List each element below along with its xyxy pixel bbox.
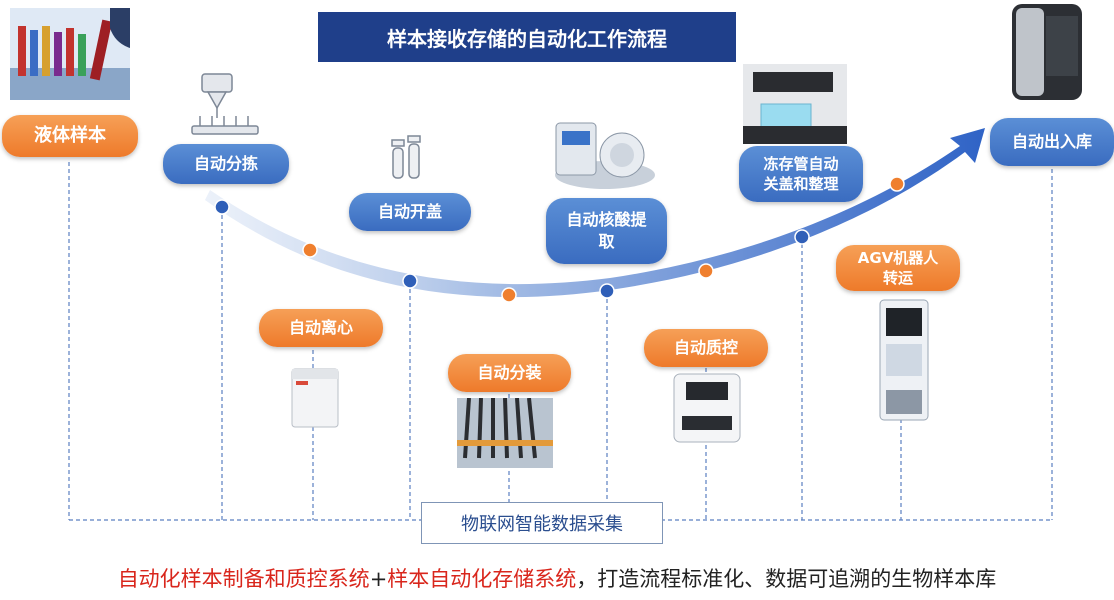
bottom-red-part2: 样本自动化存储系统 [387, 567, 577, 591]
centrifuge-picture [288, 363, 342, 431]
arrow-points [214, 176, 905, 303]
bottom-plus: + [369, 567, 388, 591]
liquid-sample-picture [10, 8, 130, 100]
step-liquid-sample: 液体样本 [2, 115, 138, 157]
step-cryo-capping: 冻存管自动关盖和整理 [739, 146, 863, 202]
qc-instrument-picture [670, 370, 744, 446]
agv-robot-picture [876, 298, 932, 424]
bottom-rest: ，打造流程标准化、数据可追溯的生物样本库 [576, 567, 997, 591]
step-nucleic-extraction: 自动核酸提取 [546, 198, 667, 264]
bottom-statement: 自动化样本制备和质控系统+样本自动化存储系统，打造流程标准化、数据可追溯的生物样… [0, 563, 1114, 593]
diagram-title: 样本接收存储的自动化工作流程 [318, 12, 736, 62]
cryo-tube-picture [743, 64, 847, 144]
tube-cap-picture [387, 134, 427, 184]
nucleic-extraction-picture [552, 113, 658, 193]
step-auto-sorting: 自动分拣 [163, 144, 289, 184]
sorting-machine-picture [190, 70, 260, 140]
dispensing-picture [457, 397, 553, 468]
auto-storage-picture [1002, 0, 1088, 105]
bottom-red-part1: 自动化样本制备和质控系统 [117, 567, 370, 591]
iot-data-collection-box: 物联网智能数据采集 [421, 502, 663, 544]
step-agv-transport: AGV机器人转运 [836, 245, 960, 291]
step-dispensing: 自动分装 [448, 354, 571, 392]
step-quality-control: 自动质控 [644, 329, 768, 367]
step-auto-storage: 自动出入库 [990, 118, 1114, 166]
step-centrifuge: 自动离心 [259, 309, 383, 347]
step-auto-decapping: 自动开盖 [349, 193, 471, 231]
